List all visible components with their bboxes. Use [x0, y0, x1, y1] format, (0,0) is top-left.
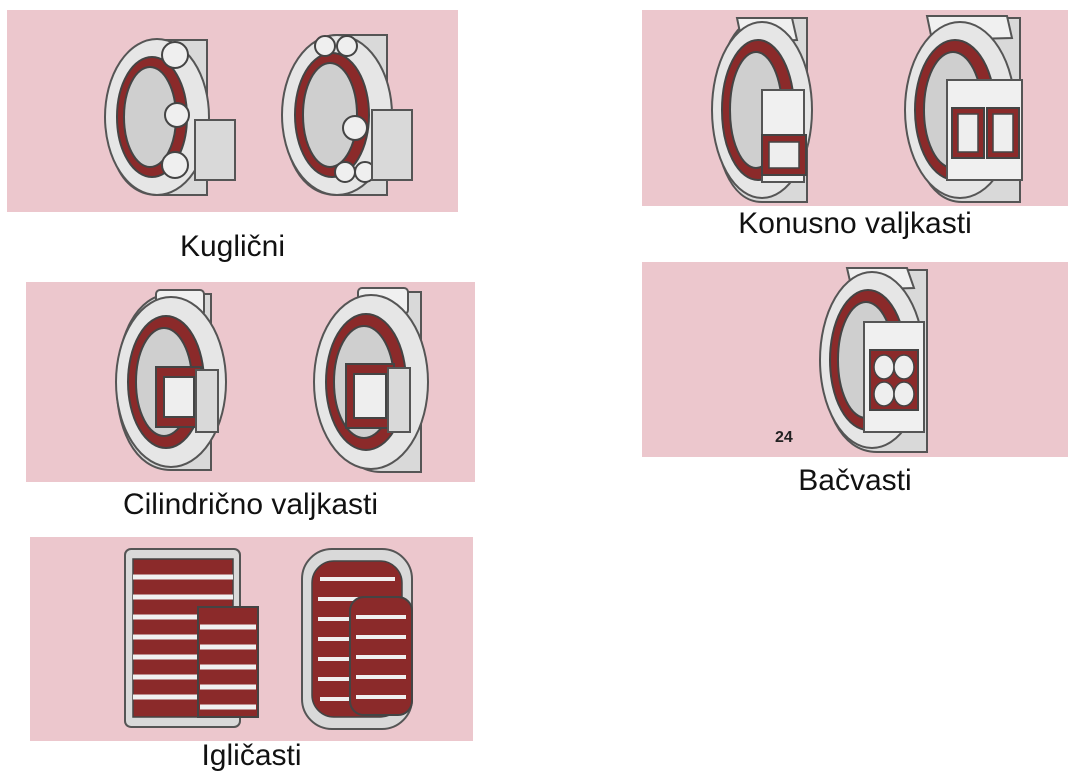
ball-bearing-caption: Kuglični [7, 232, 458, 262]
spherical-bearing-caption: Bačvasti [642, 466, 1068, 496]
needle-bearing-1 [125, 549, 258, 727]
tapered-bearing-1 [712, 18, 812, 202]
tapered-bearing-caption: Konusno valjkasti [642, 209, 1068, 239]
tapered-bearing-2 [905, 16, 1022, 202]
spherical-bearing-panel: 24 [642, 262, 1068, 457]
cylindrical-bearing-caption: Cilindrično valjkasti [26, 490, 475, 520]
spherical-bearing-illustration [642, 262, 1068, 457]
needle-bearing-illustration [30, 537, 473, 741]
page-number-label: 24 [775, 429, 793, 447]
tapered-bearing-panel [642, 10, 1068, 206]
cylindrical-bearing-illustration [26, 282, 475, 482]
needle-bearing-panel [30, 537, 473, 741]
cylindrical-bearing-1 [116, 290, 226, 470]
ball-bearing-illustration [7, 10, 458, 212]
tapered-bearing-illustration [642, 10, 1068, 206]
cylindrical-bearing-2 [314, 288, 428, 472]
ball-bearing-2 [282, 35, 412, 195]
spherical-bearing-1 [820, 268, 927, 452]
needle-bearing-2 [302, 549, 412, 729]
ball-bearing-1 [105, 39, 235, 195]
needle-bearing-caption: Igličasti [30, 741, 473, 771]
ball-bearing-panel [7, 10, 458, 212]
cylindrical-bearing-panel [26, 282, 475, 482]
